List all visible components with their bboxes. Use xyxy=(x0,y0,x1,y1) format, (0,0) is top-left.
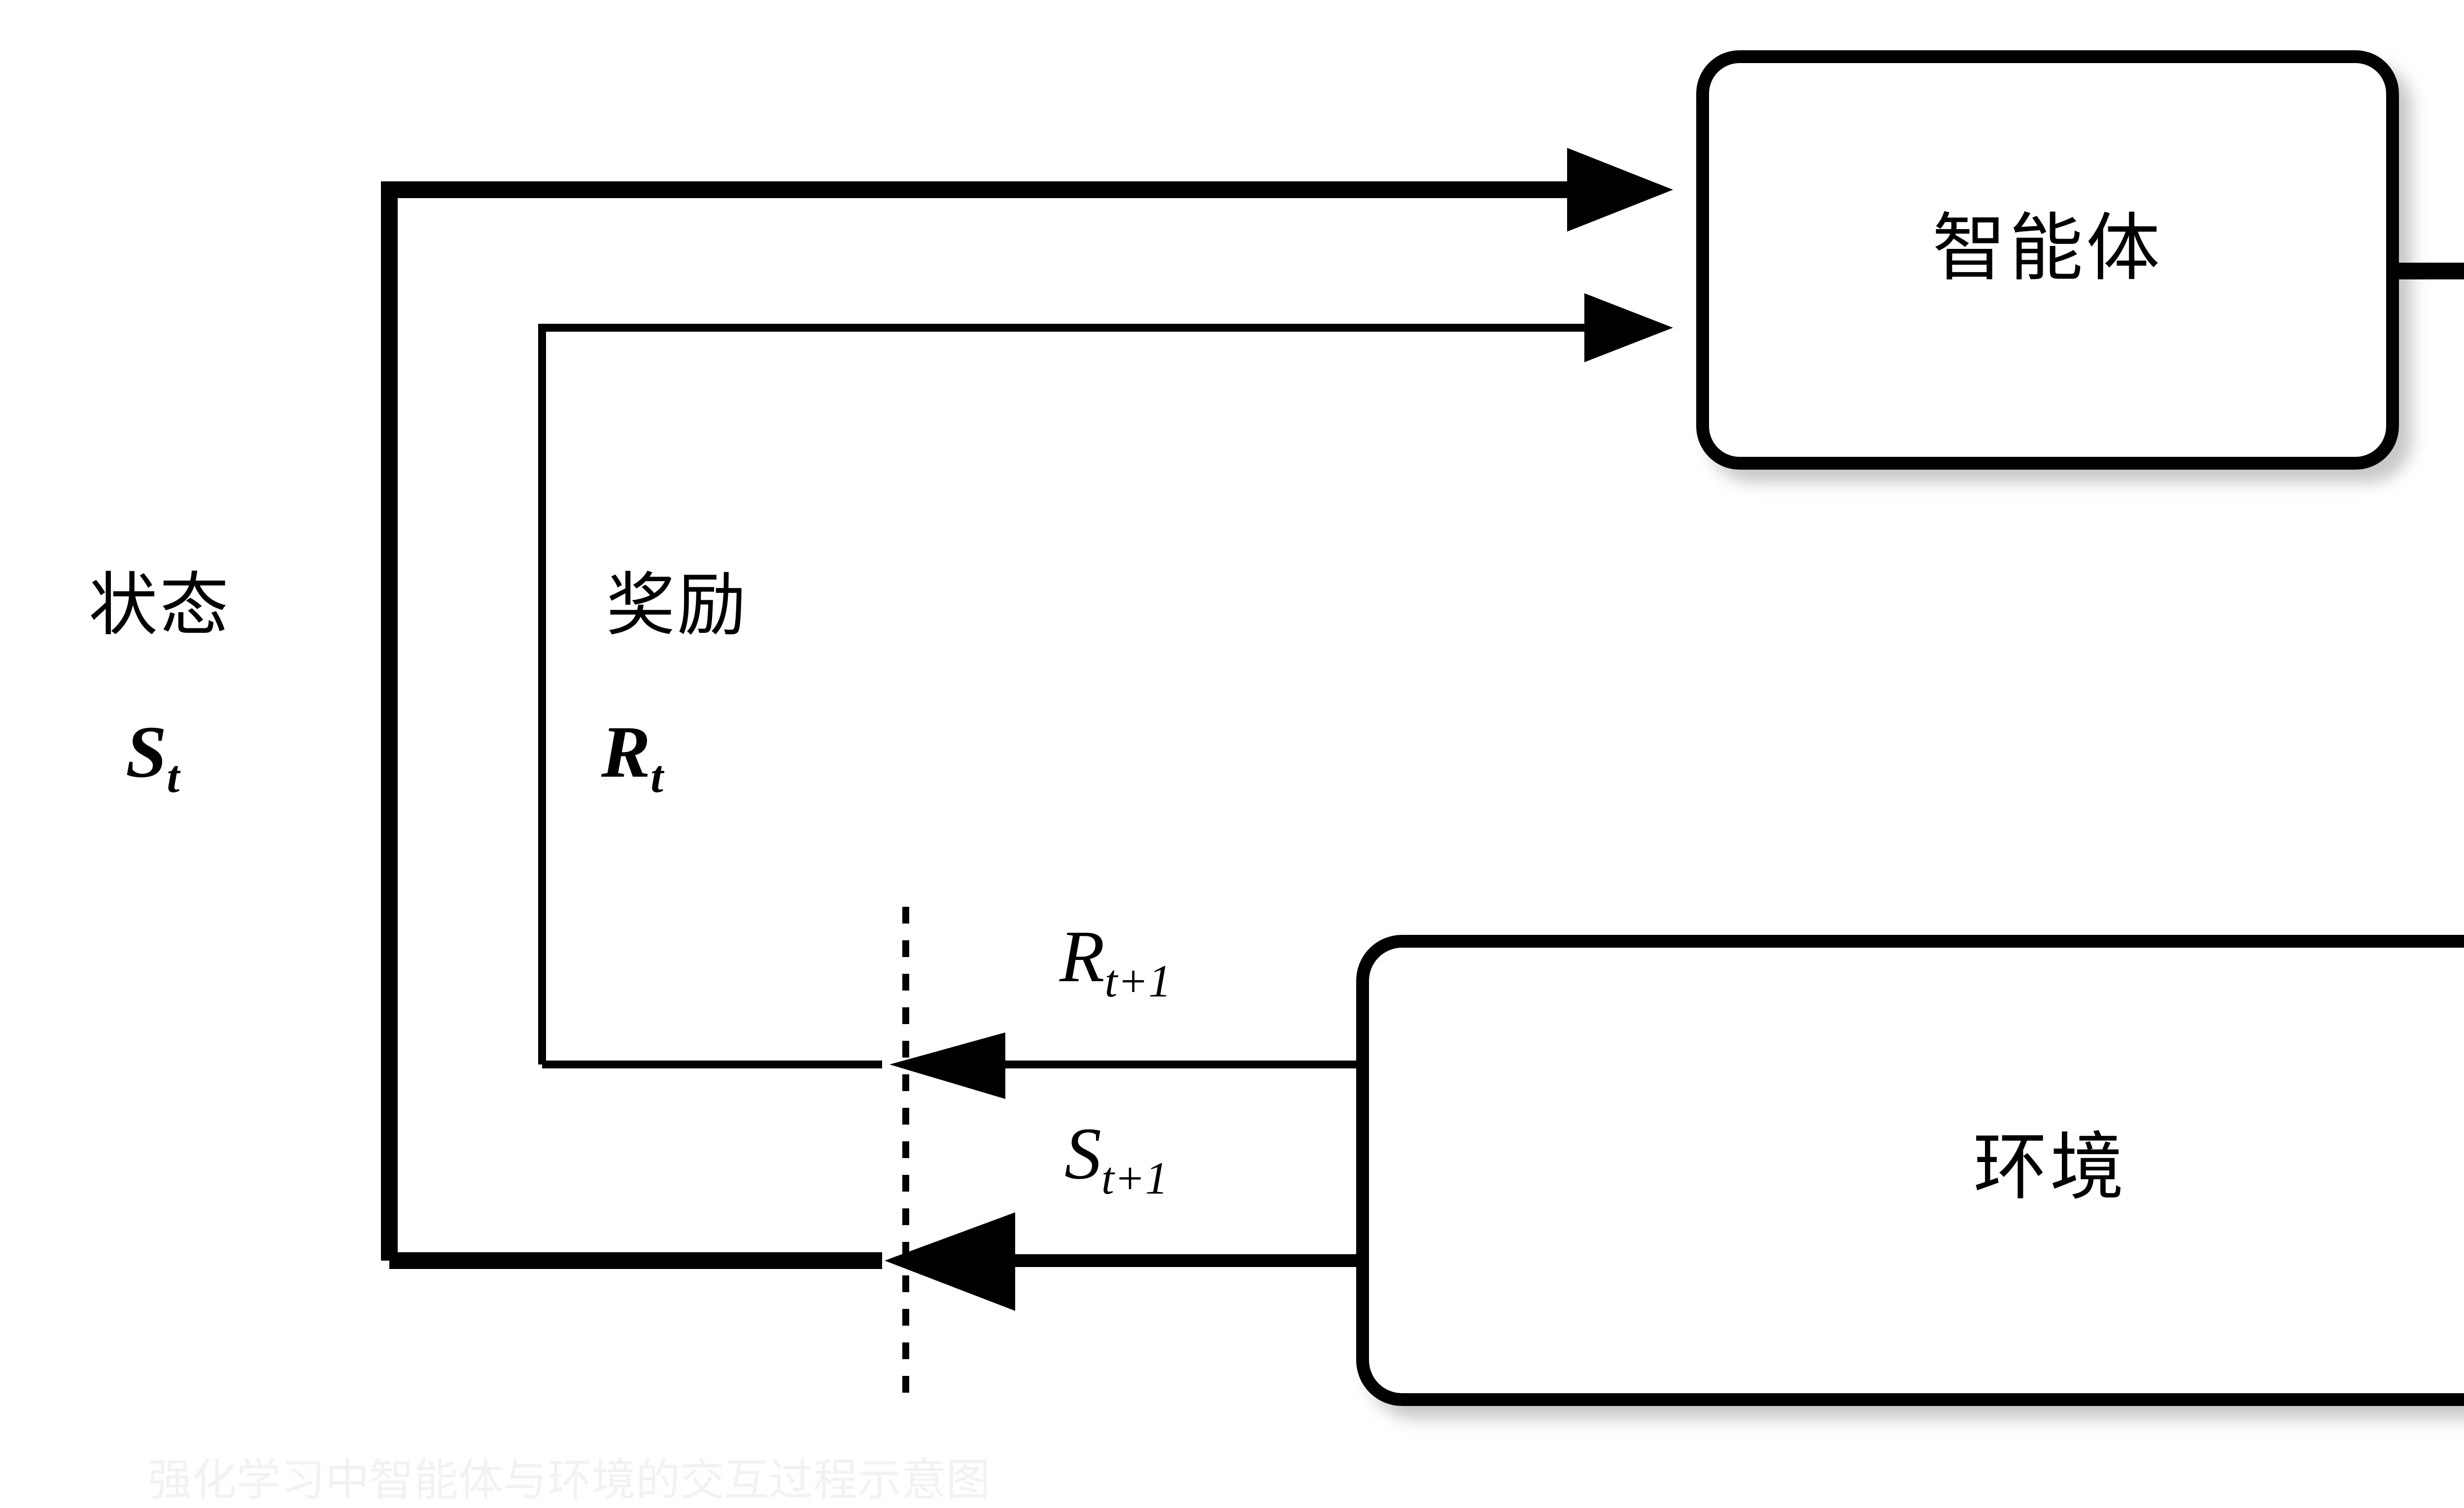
environment-label: 环境 xyxy=(1973,1127,2127,1209)
state-symbol-label: St xyxy=(126,710,179,803)
state-arrowhead-into-agent xyxy=(1567,148,1673,232)
state-symbol-base: S xyxy=(126,711,167,793)
environment-box-shape xyxy=(1356,935,2464,1406)
reward-next-edge-label: Rt+1 xyxy=(1060,914,1171,1008)
reward-symbol-base: R xyxy=(601,711,651,793)
figure-caption: 强化学习中智能体与环境的交互过程示意图 xyxy=(148,1456,991,1505)
agent-box-shape xyxy=(1696,50,2399,470)
reward-word-label: 奖励 xyxy=(606,568,749,644)
state-next-edge-label: St+1 xyxy=(1064,1111,1168,1205)
reward-next-subscript: t+1 xyxy=(1104,956,1171,1007)
state-next-edge xyxy=(885,1212,1363,1311)
state-symbol-subscript: t xyxy=(167,752,180,802)
reward-next-edge xyxy=(890,1032,1363,1099)
state-next-base: S xyxy=(1064,1113,1101,1195)
state-next-arrowhead xyxy=(885,1212,1015,1311)
reward-arrowhead-into-agent xyxy=(1584,293,1673,362)
reward-symbol-label: Rt xyxy=(601,710,663,803)
state-edge xyxy=(381,148,1673,1269)
state-word-label: 状态 xyxy=(89,568,231,644)
reward-next-arrowhead xyxy=(890,1032,1005,1099)
agent-node[interactable] xyxy=(1696,50,2399,470)
reward-edge-line xyxy=(538,324,1621,1064)
environment-node[interactable] xyxy=(1356,935,2464,1406)
reward-symbol-subscript: t xyxy=(650,752,663,802)
state-next-subscript: t+1 xyxy=(1101,1153,1168,1204)
agent-label: 智能体 xyxy=(1932,208,2163,290)
reward-edge xyxy=(538,293,1673,1068)
state-edge-line xyxy=(381,181,1621,1261)
reward-next-base: R xyxy=(1060,916,1105,997)
